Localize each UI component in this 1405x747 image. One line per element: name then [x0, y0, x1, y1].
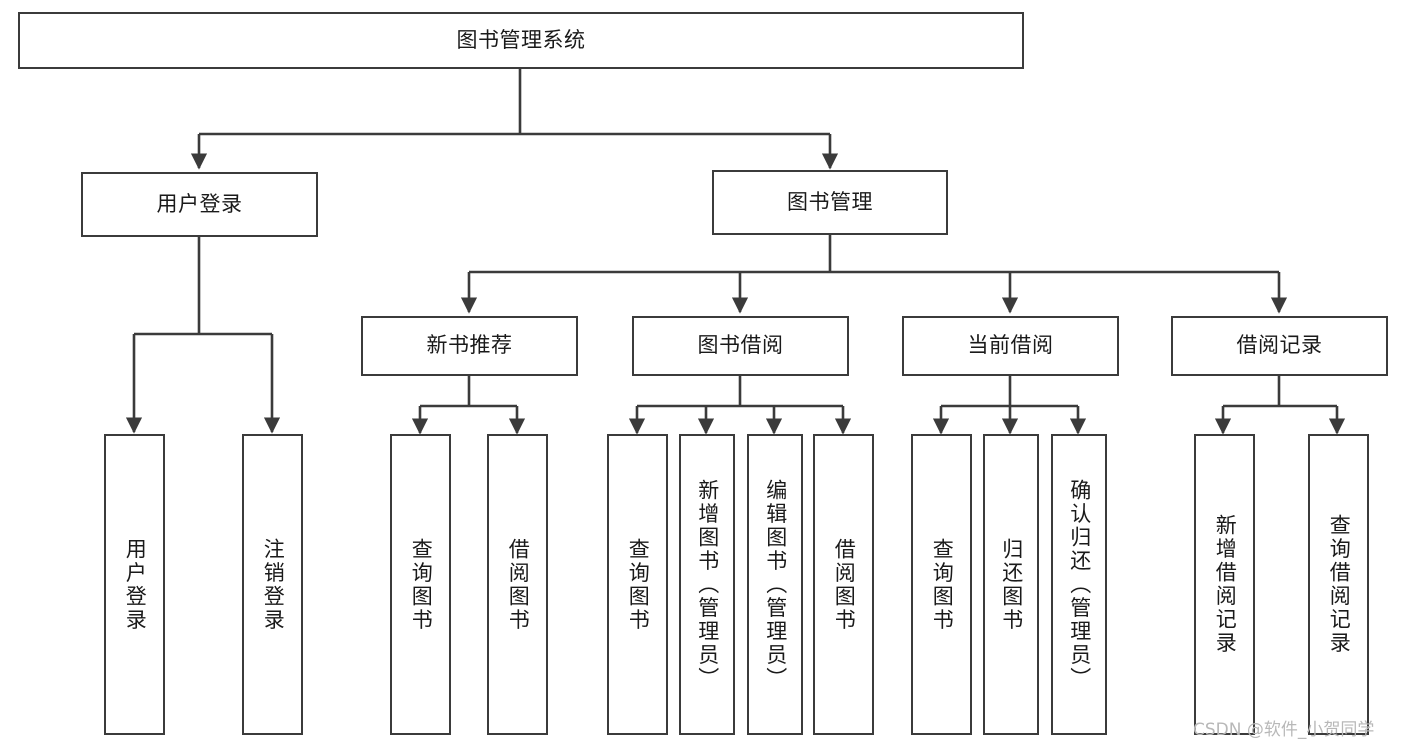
- node-leaf-query-book-1[interactable]: 查询图书: [390, 434, 451, 735]
- node-leaf-return-book[interactable]: 归还图书: [983, 434, 1039, 735]
- node-book-manage[interactable]: 图书管理: [712, 170, 948, 235]
- node-root-label: 图书管理系统: [456, 27, 586, 52]
- node-leaf-edit-book[interactable]: 编辑图书（管理员）: [747, 434, 803, 735]
- node-root[interactable]: 图书管理系统: [18, 12, 1024, 69]
- node-borrow-record-label: 借阅记录: [1236, 333, 1323, 358]
- node-leaf-borrow-book-2-label: 借阅图书: [832, 537, 857, 632]
- node-leaf-logout-label: 注销登录: [261, 537, 286, 632]
- node-leaf-query-record-label: 查询借阅记录: [1327, 514, 1352, 655]
- node-leaf-query-book-1-label: 查询图书: [409, 537, 434, 632]
- node-book-manage-label: 图书管理: [787, 189, 873, 214]
- node-leaf-borrow-book-1[interactable]: 借阅图书: [487, 434, 548, 735]
- node-book-borrow[interactable]: 图书借阅: [632, 316, 849, 376]
- node-current-borrow-label: 当前借阅: [967, 333, 1054, 358]
- node-leaf-add-record-label: 新增借阅记录: [1213, 514, 1238, 655]
- node-leaf-confirm-return[interactable]: 确认归还（管理员）: [1051, 434, 1107, 735]
- node-leaf-borrow-book-1-label: 借阅图书: [506, 537, 531, 632]
- node-leaf-user-login-label: 用户登录: [123, 537, 148, 632]
- node-leaf-add-record[interactable]: 新增借阅记录: [1194, 434, 1255, 735]
- node-borrow-record[interactable]: 借阅记录: [1171, 316, 1388, 376]
- node-new-book-rec[interactable]: 新书推荐: [361, 316, 578, 376]
- node-user-login-label: 用户登录: [156, 191, 243, 216]
- node-book-borrow-label: 图书借阅: [697, 333, 784, 358]
- node-leaf-borrow-book-2[interactable]: 借阅图书: [813, 434, 874, 735]
- node-current-borrow[interactable]: 当前借阅: [902, 316, 1119, 376]
- node-leaf-query-record[interactable]: 查询借阅记录: [1308, 434, 1369, 735]
- node-user-login[interactable]: 用户登录: [81, 172, 318, 237]
- node-leaf-query-book-2[interactable]: 查询图书: [607, 434, 668, 735]
- node-leaf-confirm-return-label: 确认归还（管理员）: [1067, 478, 1092, 691]
- node-leaf-query-book-2-label: 查询图书: [626, 537, 651, 632]
- node-leaf-return-book-label: 归还图书: [999, 537, 1024, 632]
- node-new-book-rec-label: 新书推荐: [426, 333, 513, 358]
- node-leaf-add-book-label: 新增图书（管理员）: [695, 478, 720, 691]
- node-leaf-edit-book-label: 编辑图书（管理员）: [763, 478, 788, 691]
- node-leaf-add-book[interactable]: 新增图书（管理员）: [679, 434, 735, 735]
- node-leaf-logout[interactable]: 注销登录: [242, 434, 303, 735]
- node-leaf-user-login[interactable]: 用户登录: [104, 434, 165, 735]
- node-leaf-query-book-3-label: 查询图书: [930, 537, 955, 632]
- node-leaf-query-book-3[interactable]: 查询图书: [911, 434, 972, 735]
